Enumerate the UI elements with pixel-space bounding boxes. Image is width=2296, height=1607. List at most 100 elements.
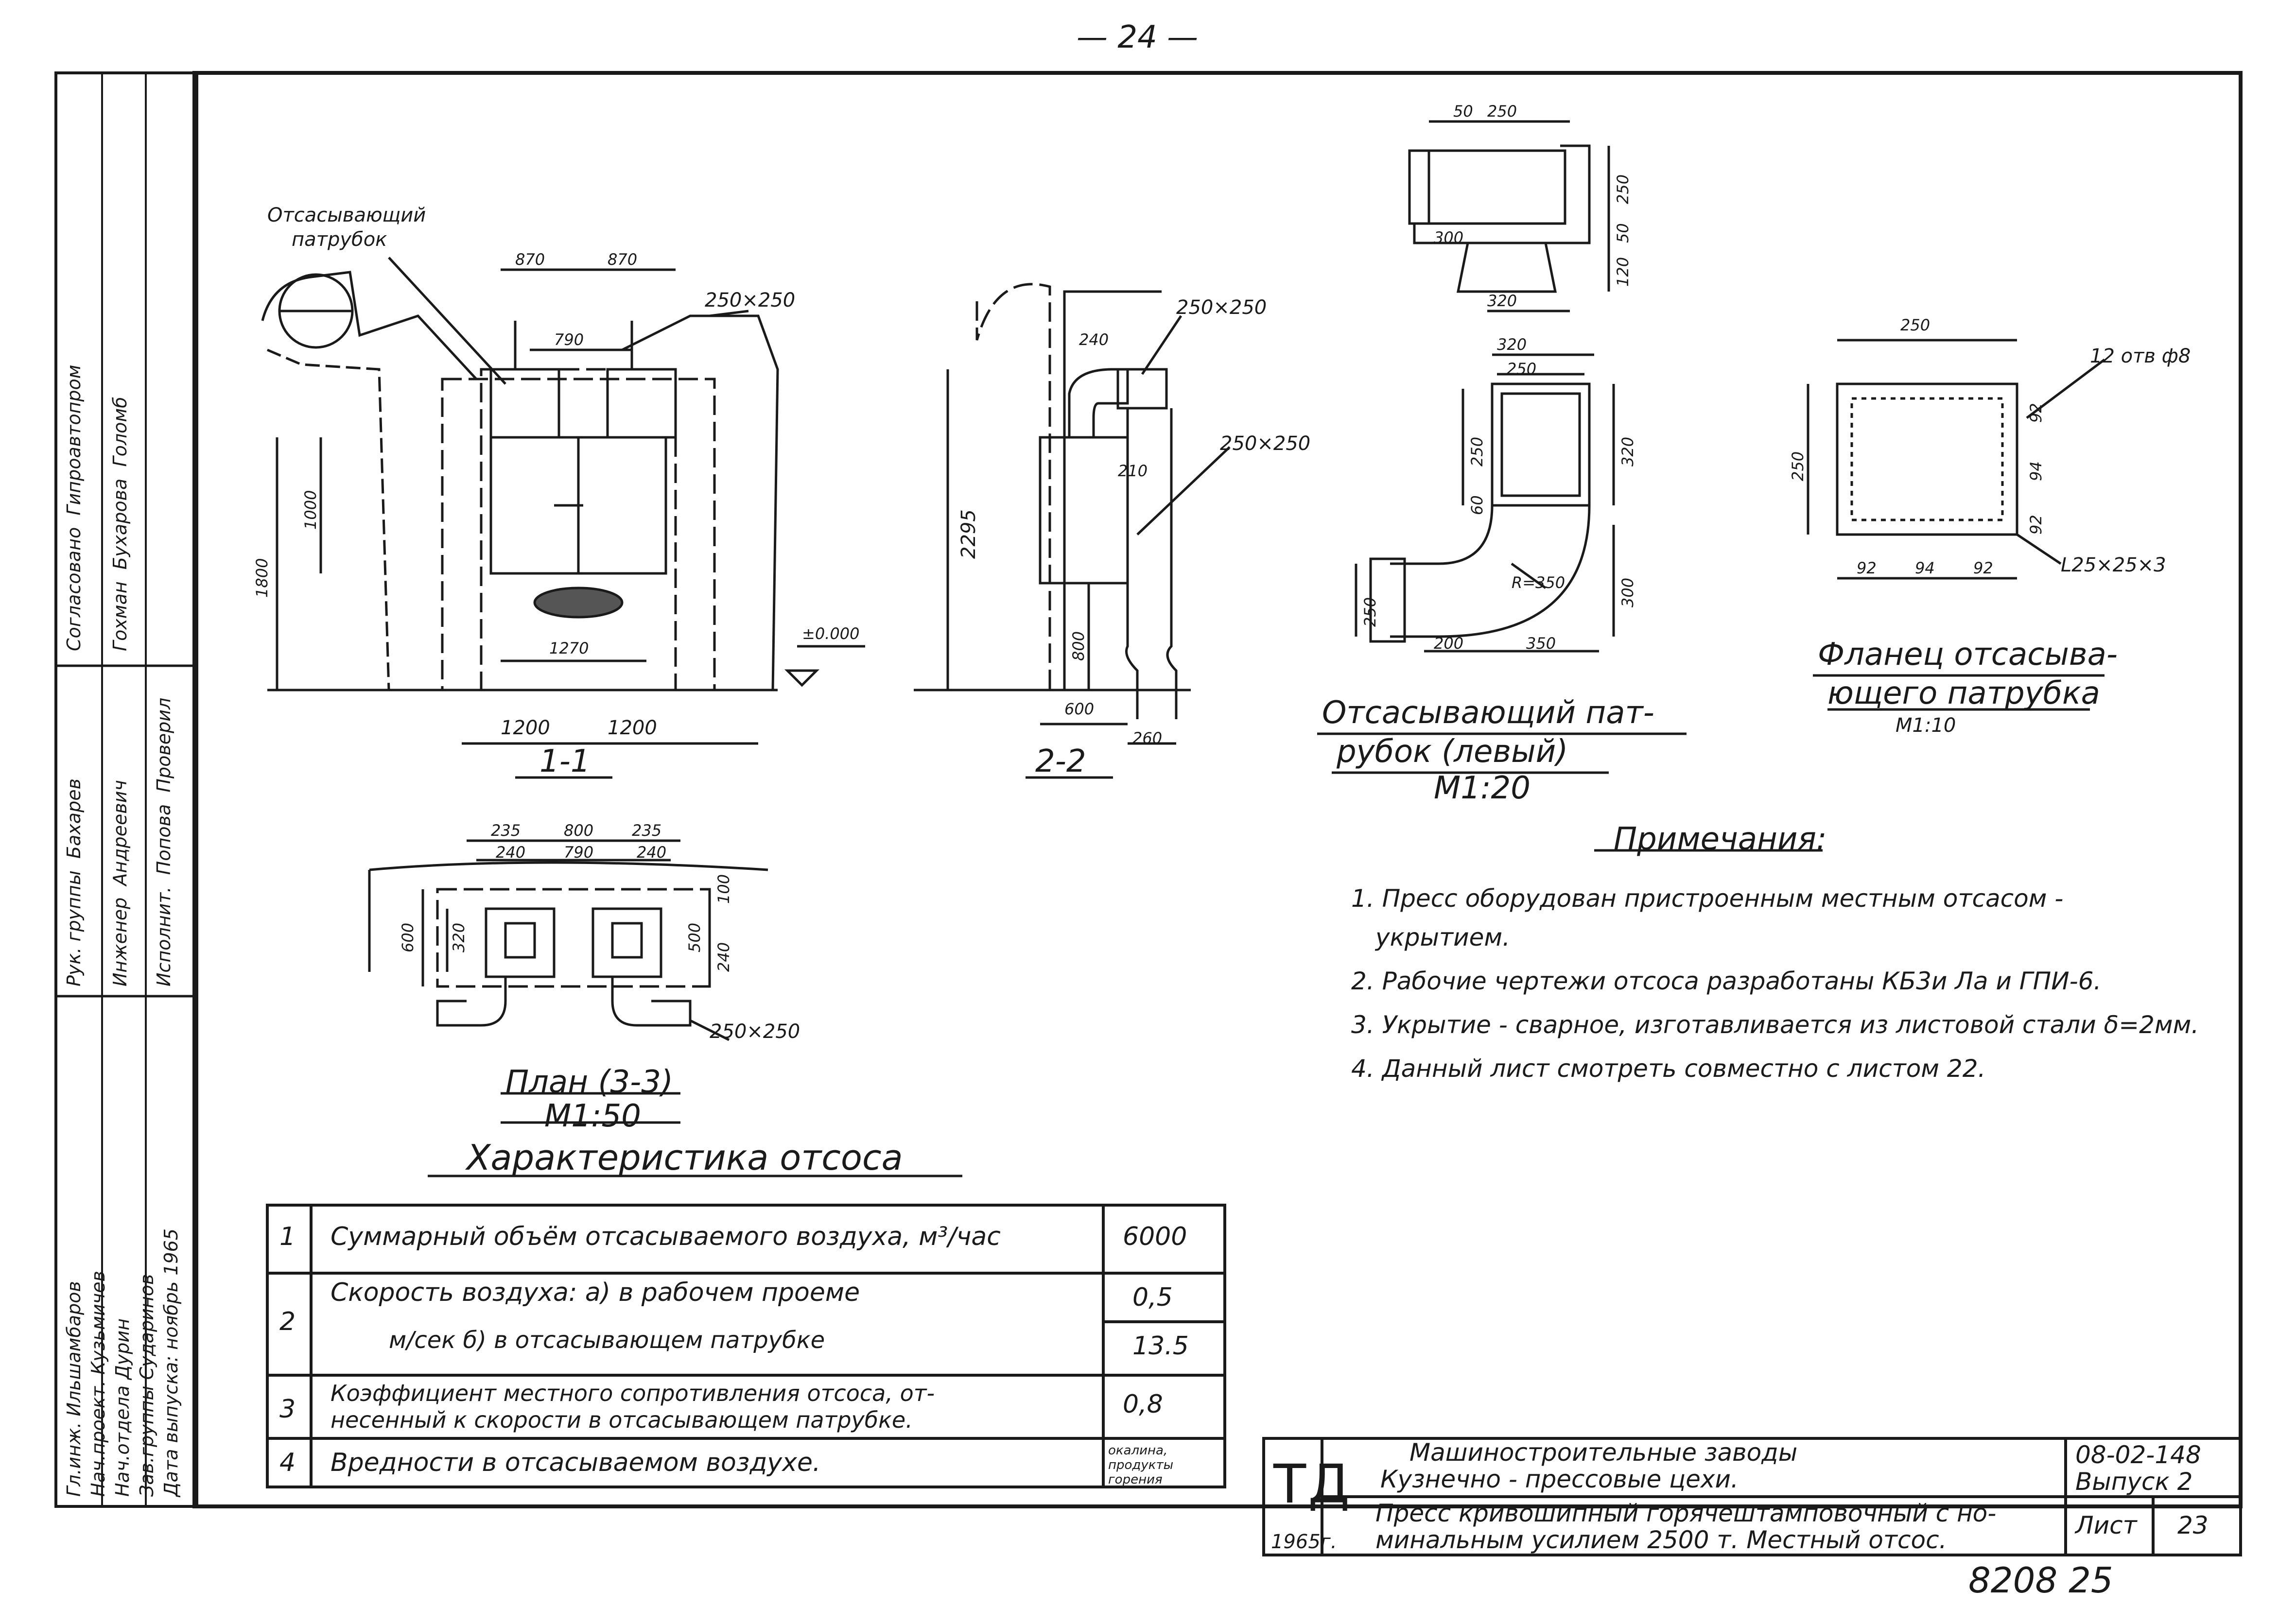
row-2-num: 2	[279, 1307, 296, 1336]
stamp-col-9: Зав.группы Сударинов	[136, 1274, 157, 1497]
dim-2-250x250-a: 250×250	[1176, 296, 1267, 319]
note-3: 3. Укрытие - сварное, изготавливается из…	[1351, 1011, 2199, 1039]
nz-dim-200: 200	[1434, 634, 1464, 653]
title-block-line-1: Машиностроительные заводы	[1409, 1438, 1798, 1467]
fl-dim-250-b: 250	[1789, 451, 1807, 481]
note-2: 2. Рабочие чертежи отсоса разработаны КБ…	[1351, 967, 2102, 995]
section-1-1-lines	[261, 257, 865, 745]
nz-dim-320-a: 320	[1487, 292, 1517, 310]
nz-dim-250-d: 250	[1468, 436, 1486, 467]
title-block-line-4: минальным усилием 2500 т. Местный отсос.	[1375, 1526, 1947, 1554]
flange-title-2: ющего патрубка	[1827, 675, 2100, 711]
dim-level: ±0.000	[802, 624, 860, 643]
nz-dim-300: 300	[1434, 228, 1464, 247]
characteristics-title: Характеристика отсоса	[467, 1137, 903, 1178]
nz-dim-320-c: 320	[1618, 436, 1637, 467]
note-1: 1. Пресс оборудован пристроенным местным…	[1351, 884, 2064, 913]
nozzle-scale: М1:20	[1434, 770, 1531, 806]
dim-1200-b: 1200	[608, 717, 657, 739]
dim-600: 600	[1064, 700, 1095, 718]
plan-dim-800: 800	[564, 821, 594, 840]
dim-2-250x250-b: 250×250	[1220, 432, 1311, 455]
sheet-code-bottom: 8208 25	[1968, 1560, 2113, 1601]
plan-dim-240-c: 240	[714, 942, 733, 972]
plan-scale: М1:50	[544, 1098, 641, 1134]
title-block-issue: Выпуск 2	[2075, 1468, 2193, 1496]
row-2-text-2: м/сек б) в отсасывающем патрубке	[389, 1327, 825, 1354]
stamp-col-3: Рук. группы Бахарев	[63, 778, 85, 986]
frame-border	[192, 71, 2243, 1508]
title-block-lines	[1262, 1437, 2242, 1556]
dim-870-b: 870	[608, 250, 638, 269]
row-3-text: Коэффициент местного сопротивления отсос…	[330, 1380, 935, 1406]
title-block-sheet-label: Лист	[2075, 1511, 2137, 1539]
dim-1270: 1270	[549, 639, 589, 657]
dim-240: 240	[1079, 330, 1109, 349]
page-number: — 24 —	[1077, 19, 1199, 55]
row-1-value: 6000	[1123, 1222, 1187, 1251]
plan-dim-600: 600	[399, 922, 417, 952]
fl-dim-92-a: 92	[1857, 559, 1877, 577]
nz-dim-250-a: 250	[1487, 102, 1517, 121]
title-block-sheet-num: 23	[2177, 1511, 2209, 1539]
nz-dim-250-c: 250	[1507, 360, 1537, 378]
stamp-col-8: Нач.отдела Дурин	[112, 1318, 133, 1497]
dim-800: 800	[1069, 631, 1088, 661]
row-3-value: 0,8	[1123, 1390, 1163, 1419]
section-2-2-title: 2-2	[1035, 743, 1086, 779]
row-4-text: Вредности в отсасываемом воздухе.	[330, 1448, 821, 1477]
flange-lines	[1807, 339, 2105, 580]
dim-1200-a: 1200	[501, 717, 550, 739]
stamp-col-7: Нач.проект. Кузьмичев	[87, 1271, 109, 1497]
dim-210: 210	[1118, 462, 1148, 480]
row-2-value-b: 13.5	[1132, 1331, 1189, 1361]
characteristics-table-lines	[266, 1204, 1226, 1488]
fl-dim-94-a: 94	[1915, 559, 1935, 577]
flange-scale: М1:10	[1896, 714, 1956, 737]
flange-title-1: Фланец отсасыва-	[1818, 637, 2118, 673]
row-3-num: 3	[279, 1395, 296, 1424]
nozzle-title-1: Отсасывающий пат-	[1322, 695, 1654, 731]
row-4-num: 4	[279, 1448, 296, 1477]
nz-dim-320-b: 320	[1497, 335, 1527, 354]
notes-title: Примечания:	[1614, 821, 1827, 857]
title-block-code: 08-02-148	[2075, 1441, 2201, 1469]
row-1-text: Суммарный объём отсасываемого воздуха, м…	[330, 1222, 1001, 1251]
fl-dim-250-a: 250	[1900, 316, 1931, 334]
plan-dim-250x250: 250×250	[710, 1020, 800, 1043]
dim-2295: 2295	[957, 509, 980, 559]
note-4: 4. Данный лист смотреть совместно с лист…	[1351, 1054, 1986, 1083]
nz-dim-60: 60	[1468, 495, 1486, 515]
row-3-text-2: несенный к скорости в отсасывающем патру…	[330, 1407, 913, 1433]
fl-angle: L25×25×3	[2061, 554, 2166, 576]
nozzle-title-2: рубок (левый)	[1337, 734, 1568, 770]
plan-3-3-lines	[368, 839, 768, 1095]
nz-dim-50-a: 50	[1453, 102, 1473, 121]
title-block-year: 1965г.	[1271, 1531, 1337, 1553]
nozzle-left-lines	[1355, 120, 1615, 653]
plan-dim-240-a: 240	[496, 843, 526, 862]
nz-dim-250-e: 250	[1361, 597, 1379, 627]
title-block-line-3: Пресс кривошипный горячештамповочный с н…	[1375, 1499, 1997, 1527]
row-1-num: 1	[279, 1222, 296, 1251]
plan-dim-240-b: 240	[637, 843, 667, 862]
stamp-col-1: Согласовано Гипроавтопром	[63, 364, 85, 651]
nz-dim-250-b: 250	[1614, 174, 1632, 204]
nozzle-label: Отсасывающий	[267, 204, 426, 226]
nozzle-label-2: патрубок	[292, 228, 387, 251]
stamp-col-6: Гл.инж. Ильшамбаров	[63, 1281, 85, 1497]
fl-dim-94-b: 94	[2027, 461, 2045, 481]
section-2-2-lines	[914, 283, 1231, 745]
plan-dim-500: 500	[685, 922, 704, 952]
fl-holes: 12 отв ф8	[2090, 345, 2191, 367]
dim-870-a: 870	[515, 250, 545, 269]
nz-dim-350: 350	[1526, 634, 1556, 653]
title-block-logo: ТД	[1273, 1453, 1352, 1515]
nz-dim-120: 120	[1614, 257, 1632, 287]
note-1-cont: укрытием.	[1375, 923, 1511, 951]
dim-790: 790	[554, 330, 584, 349]
dim-260: 260	[1132, 729, 1163, 747]
dim-250x250: 250×250	[705, 289, 796, 311]
